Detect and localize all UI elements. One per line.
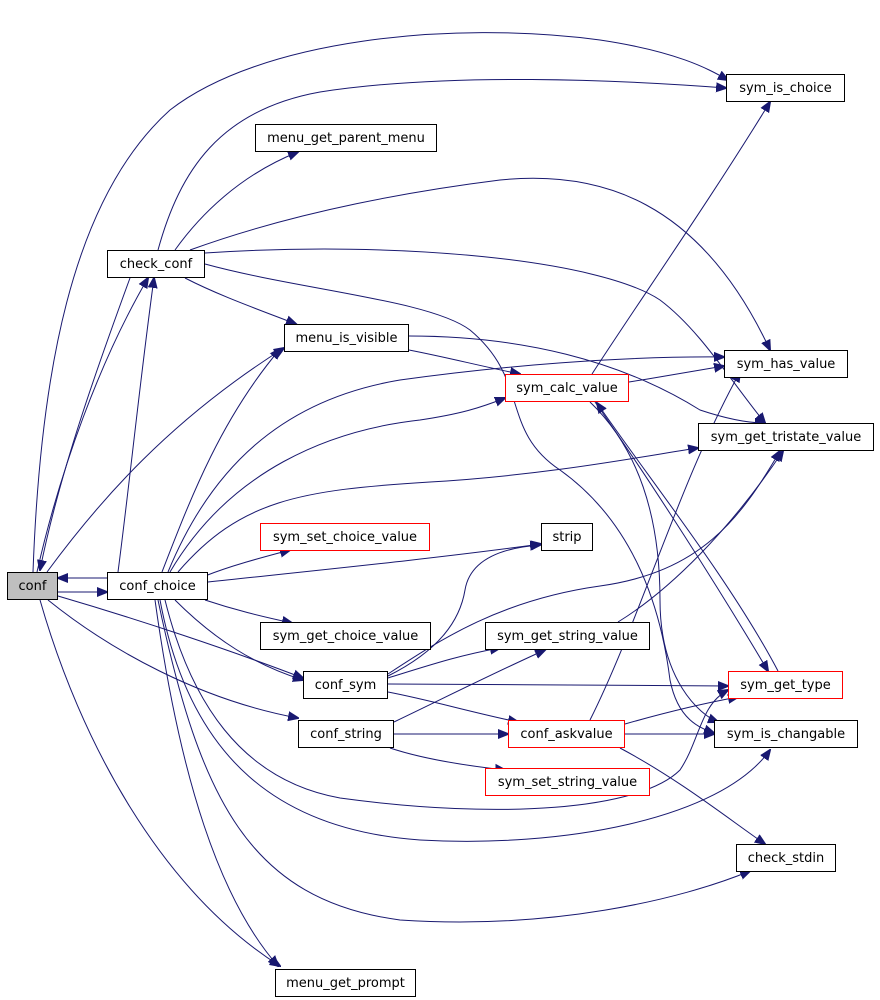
edge-check-conf-to-menu-is-visible: [184, 277, 296, 324]
edge-conf-sym-to-conf-askvalue: [387, 691, 518, 722]
edge-conf-choice-to-check-stdin: [157, 599, 750, 923]
edge-conf-choice-to-sym-get-type: [164, 599, 728, 810]
edge-conf-choice-to-sym-get-tristate-value: [177, 448, 698, 573]
node-conf-choice[interactable]: conf_choice: [107, 572, 208, 600]
edge-conf-choice-to-check-conf: [117, 278, 154, 573]
edge-conf-to-menu-is-visible: [46, 348, 284, 573]
node-sym-calc-value[interactable]: sym_calc_value: [505, 374, 629, 402]
node-conf: conf: [7, 572, 58, 600]
edge-conf-choice-to-menu-is-visible: [161, 349, 280, 573]
edge-check-conf-to-conf: [40, 277, 131, 570]
node-sym-get-type[interactable]: sym_get_type: [728, 671, 843, 699]
node-strip[interactable]: strip: [541, 523, 593, 551]
edge-menu-is-visible-to-sym-calc-value: [408, 349, 520, 374]
edge-conf-sym-to-strip: [387, 545, 540, 677]
node-sym-get-choice-value[interactable]: sym_get_choice_value: [260, 622, 431, 650]
node-conf-string[interactable]: conf_string: [298, 720, 394, 748]
node-sym-is-choice[interactable]: sym_is_choice: [726, 74, 845, 102]
node-menu-get-prompt[interactable]: menu_get_prompt: [275, 969, 416, 997]
edge-sym-calc-value-to-sym-has-value: [628, 366, 724, 383]
edge-conf-to-menu-get-prompt: [39, 599, 280, 966]
node-sym-get-tristate-value[interactable]: sym_get_tristate_value: [698, 423, 874, 451]
edge-conf-choice-to-sym-calc-value: [169, 398, 505, 573]
node-check-stdin[interactable]: check_stdin: [736, 844, 836, 872]
edge-conf-to-conf-string: [47, 599, 298, 718]
edge-check-conf-to-sym-is-choice: [157, 78, 726, 251]
edge-conf-choice-to-sym-has-value: [167, 357, 724, 573]
edge-conf-sym-to-sym-get-type: [387, 684, 728, 686]
node-conf-sym[interactable]: conf_sym: [303, 671, 388, 699]
node-sym-has-value[interactable]: sym_has_value: [724, 350, 848, 378]
edge-check-conf-to-sym-is-changable: [204, 263, 714, 733]
edge-check-conf-to-menu-get-parent-menu: [174, 152, 298, 251]
node-sym-set-string-value[interactable]: sym_set_string_value: [485, 768, 650, 796]
node-sym-set-choice-value[interactable]: sym_set_choice_value: [260, 523, 430, 551]
edge-menu-is-visible-to-sym-get-tristate-value: [408, 335, 765, 423]
edge-conf-string-to-sym-get-string-value: [393, 650, 545, 723]
edge-conf-choice-to-menu-get-prompt: [154, 599, 278, 966]
edge-conf-askvalue-to-sym-get-type: [624, 697, 738, 725]
edge-conf-to-conf-sym: [57, 595, 303, 678]
edge-conf-to-check-conf: [36, 278, 148, 573]
node-menu-is-visible[interactable]: menu_is_visible: [284, 324, 409, 352]
edge-conf-sym-to-sym-get-string-value: [387, 648, 500, 679]
edge-sym-calc-value-to-sym-is-changable: [589, 401, 718, 722]
edge-conf-choice-to-sym-get-choice-value: [204, 599, 292, 623]
node-sym-is-changable[interactable]: sym_is_changable: [714, 720, 858, 748]
edge-conf-string-to-sym-set-string-value: [389, 747, 505, 770]
edge-conf-sym-to-sym-get-tristate-value: [387, 451, 780, 675]
edge-conf-to-sym-is-choice: [32, 32, 728, 573]
edge-conf-choice-to-sym-set-choice-value: [204, 550, 290, 577]
node-menu-get-parent-menu[interactable]: menu_get_parent_menu: [255, 124, 437, 152]
edge-sym-calc-value-to-sym-is-choice: [591, 102, 770, 375]
node-sym-get-string-value[interactable]: sym_get_string_value: [485, 622, 650, 650]
edge-conf-askvalue-to-check-stdin: [619, 747, 765, 844]
node-conf-askvalue[interactable]: conf_askvalue: [508, 720, 625, 748]
edge-conf-askvalue-to-sym-has-value: [589, 372, 740, 721]
edge-conf-choice-to-conf-sym: [174, 599, 303, 680]
edge-check-conf-to-sym-has-value: [189, 177, 770, 350]
edge-sym-get-type-to-sym-calc-value: [597, 403, 779, 672]
edge-conf-choice-to-strip: [207, 544, 541, 583]
edge-conf-choice-to-sym-is-changable: [159, 599, 770, 842]
node-check-conf[interactable]: check_conf: [107, 250, 205, 278]
